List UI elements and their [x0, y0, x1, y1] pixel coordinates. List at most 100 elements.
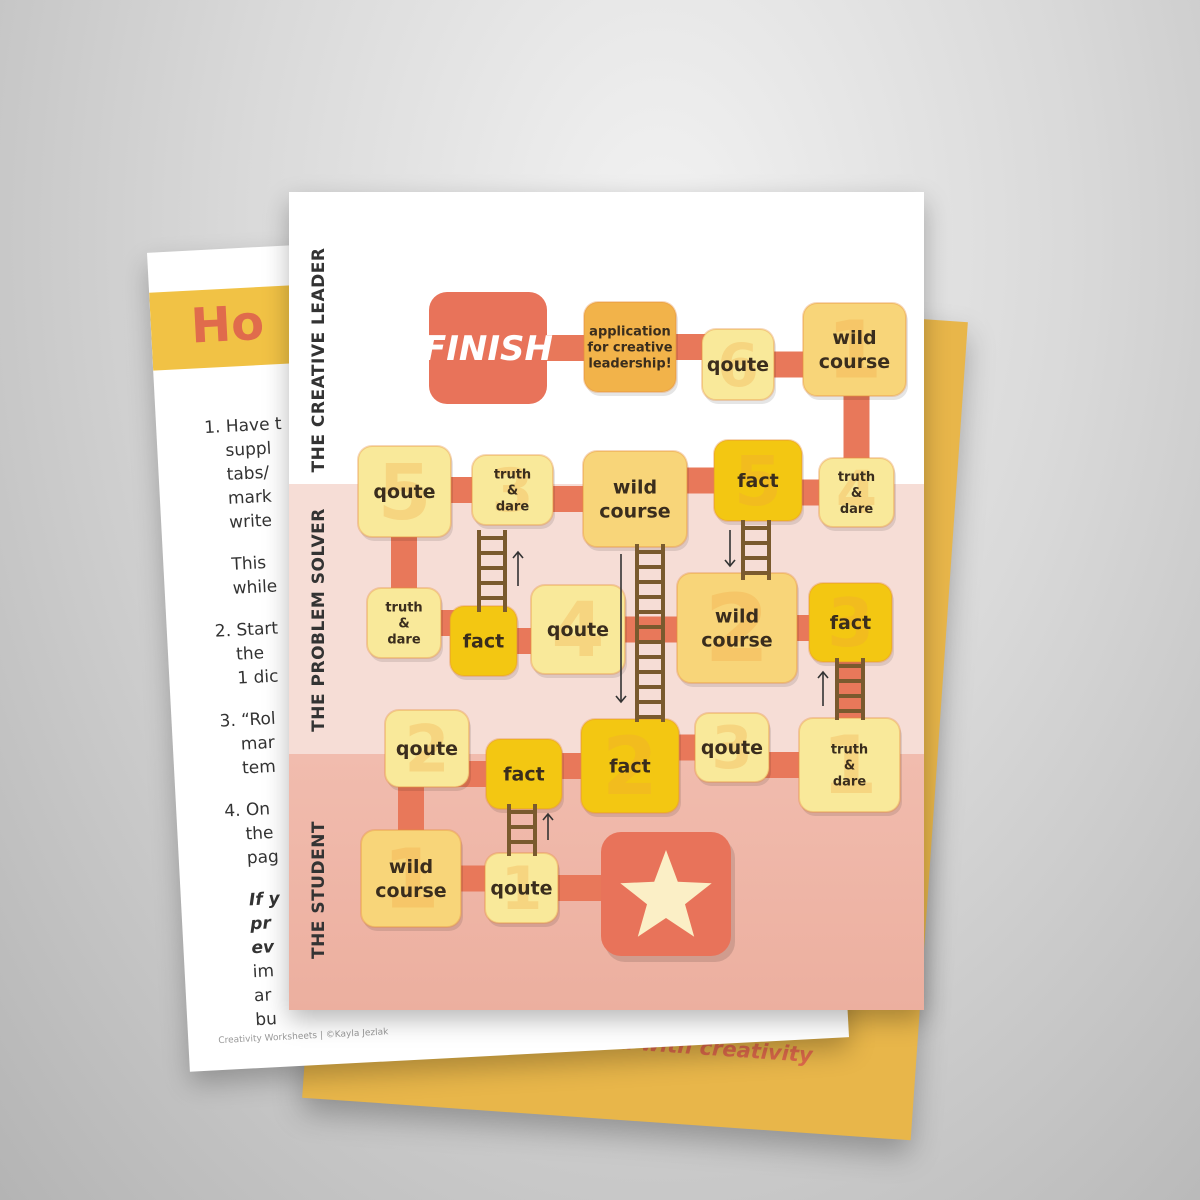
- ladder: [741, 520, 771, 580]
- finish-tile: FINISH: [423, 292, 553, 404]
- finish-tile-bg: [429, 292, 547, 404]
- tile-number: 2: [704, 575, 769, 684]
- instruction-line: bu: [254, 1009, 278, 1031]
- tile-bg: [713, 439, 803, 522]
- instruction-line: write: [228, 510, 273, 533]
- tile-bg: [485, 738, 563, 810]
- tile-label: course: [701, 630, 772, 652]
- instruction-line: This: [230, 553, 267, 575]
- tile-number: 5: [734, 442, 782, 522]
- ladder-arrow: [542, 812, 554, 840]
- arrow-head: [542, 812, 554, 821]
- tile-bg: [582, 450, 688, 548]
- tile-label: wild: [715, 606, 759, 628]
- zone-label-creative-leader: THE CREATIVE LEADER: [309, 247, 329, 473]
- tile-bg: [484, 852, 559, 924]
- ladder: [635, 544, 665, 722]
- tile-bg: [694, 712, 770, 783]
- instruction-line: If y: [248, 888, 281, 911]
- tile-bg: [701, 328, 775, 401]
- tile-number: 2: [404, 713, 449, 788]
- instruction-line: mar: [240, 732, 276, 755]
- tile-bg: [471, 454, 554, 526]
- board-tile: fact: [449, 605, 519, 680]
- tile-number: 1: [827, 304, 882, 396]
- tile-number: 4: [552, 585, 605, 674]
- arrow-head: [724, 559, 736, 568]
- tile-label: dare: [387, 633, 420, 648]
- tile-bg: [357, 445, 452, 538]
- tile-bg: [530, 584, 626, 675]
- zone-label-problem-solver: THE PROBLEM SOLVER: [309, 508, 329, 732]
- tile-label: wild: [389, 856, 433, 878]
- instruction-line: the: [245, 823, 274, 845]
- instruction-line: pag: [246, 846, 280, 869]
- tile-label: &: [507, 484, 518, 499]
- tile-label: course: [819, 351, 890, 373]
- tile-bg: [366, 587, 442, 659]
- instructions-title: Ho: [189, 294, 266, 355]
- instruction-line: 2. Start: [214, 618, 279, 642]
- tile-label: application: [589, 325, 671, 340]
- tile-label: wild: [832, 327, 876, 349]
- tile-number: 1: [501, 854, 543, 924]
- tile-label: qoute: [373, 481, 435, 503]
- instruction-line: tabs/: [226, 462, 270, 485]
- instruction-line: suppl: [224, 438, 272, 461]
- tile-bg: [798, 717, 901, 813]
- finish-label: FINISH: [423, 329, 553, 369]
- tile-label: truth: [494, 468, 531, 483]
- board-tile: truth&dare: [366, 587, 443, 662]
- tile-label: dare: [840, 502, 873, 517]
- tile-number: 1: [382, 833, 439, 928]
- instruction-line: im: [252, 961, 275, 983]
- tile-number: 3: [827, 584, 874, 662]
- tile-bg: [802, 302, 907, 397]
- ladder: [835, 658, 865, 720]
- tile-label: fact: [503, 764, 544, 786]
- tile-number: 5: [378, 449, 432, 538]
- tile-bg: [583, 301, 677, 393]
- instruction-line: 1. Have t: [203, 414, 283, 439]
- tile-number: 3: [711, 713, 752, 782]
- tile-bg: [449, 605, 518, 677]
- tile-label: leadership!: [588, 357, 671, 372]
- tile-label: &: [844, 759, 855, 774]
- tile-label: qoute: [701, 737, 763, 759]
- tile-label: qoute: [547, 619, 609, 641]
- tile-label: qoute: [490, 878, 552, 900]
- tile-number: 1: [822, 719, 878, 812]
- instruction-line: 4. On: [223, 799, 271, 822]
- ladder: [477, 530, 507, 612]
- tile-bg: [580, 718, 680, 814]
- tile-label: truth: [838, 470, 875, 485]
- ladder-arrow: [817, 670, 829, 706]
- tile-number: 2: [602, 720, 658, 813]
- ladder: [507, 804, 537, 856]
- instruction-line: pr: [249, 913, 272, 935]
- tile-bg: [384, 709, 470, 788]
- tile-label: truth: [831, 743, 868, 758]
- instruction-line: while: [232, 576, 278, 599]
- arrow-head: [512, 550, 524, 559]
- tile-number: 4: [836, 458, 877, 527]
- instruction-line: 1 dic: [236, 666, 279, 689]
- instruction-line: ev: [251, 937, 275, 959]
- tile-bg: [808, 582, 893, 663]
